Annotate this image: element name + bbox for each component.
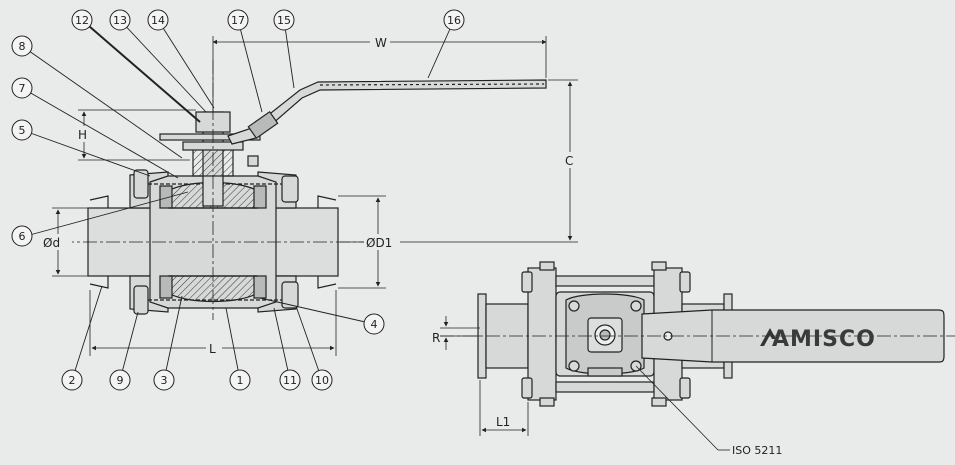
seat-right-top [253,185,267,209]
callout-15: 15 [273,9,295,31]
top-view [440,261,955,407]
dimension-labels-right: R L1 ISO 5211 [432,331,782,457]
handle-lock [247,110,279,140]
left-clamp-lip [89,195,109,289]
right-clamp-lip [317,195,337,289]
svg-text:5: 5 [19,124,26,137]
svg-text:10: 10 [315,374,329,387]
callout-17: 17 [227,9,249,31]
callout-12: 12 [71,9,93,31]
seat-left-bottom [159,275,173,299]
dim-W: W [375,36,387,50]
callout-3: 3 [153,369,175,391]
callout-leaders [21,19,455,381]
callout-10: 10 [311,369,333,391]
iso-label: ISO 5211 [732,444,782,457]
section-view [60,60,547,320]
svg-text:2: 2 [69,374,76,387]
dim-R: R [432,331,440,345]
callout-11: 11 [279,369,301,391]
callouts: 8 7 5 6 12 13 14 17 15 16 2 9 3 1 11 10 … [11,9,465,391]
dimension-labels-left: W C H Ød ØD1 L [42,34,578,356]
svg-text:16: 16 [447,14,461,27]
seat-left-top [159,185,173,209]
callout-14: 14 [147,9,169,31]
callout-2: 2 [61,369,83,391]
svg-text:17: 17 [231,14,245,27]
dim-C: C [565,154,573,168]
svg-text:8: 8 [19,40,26,53]
svg-text:9: 9 [117,374,124,387]
bolt-head-right-top [281,175,299,203]
callout-6: 6 [11,225,33,247]
callout-9: 9 [109,369,131,391]
svg-text:12: 12 [75,14,89,27]
svg-text:15: 15 [277,14,291,27]
dim-L: L [209,342,216,356]
brand-text: AMISCO [772,327,876,352]
lock-plate [159,133,261,141]
svg-text:13: 13 [113,14,127,27]
brand-logo: AMISCO [760,327,876,352]
svg-text:11: 11 [283,374,297,387]
callout-13: 13 [109,9,131,31]
dim-D1: ØD1 [366,236,392,250]
callout-5: 5 [11,119,33,141]
stop-pin [247,155,259,167]
dim-L1: L1 [496,415,510,429]
handle [227,79,547,145]
svg-text:7: 7 [19,82,26,95]
dimensions-right [440,316,730,451]
dim-d: Ød [43,236,60,250]
callout-4: 4 [363,313,385,335]
svg-text:1: 1 [237,374,244,387]
svg-text:4: 4 [371,318,378,331]
callout-16: 16 [443,9,465,31]
seat-right-bottom [253,275,267,299]
bolt-head-left-bottom [133,285,149,315]
callout-7: 7 [11,77,33,99]
svg-text:14: 14 [151,14,165,27]
callout-1: 1 [229,369,251,391]
svg-text:3: 3 [161,374,168,387]
bolt-head-right-bottom [281,281,299,309]
dim-H: H [78,128,87,142]
callout-8: 8 [11,35,33,57]
brand-logo-mark [760,328,776,346]
svg-text:6: 6 [19,230,26,243]
